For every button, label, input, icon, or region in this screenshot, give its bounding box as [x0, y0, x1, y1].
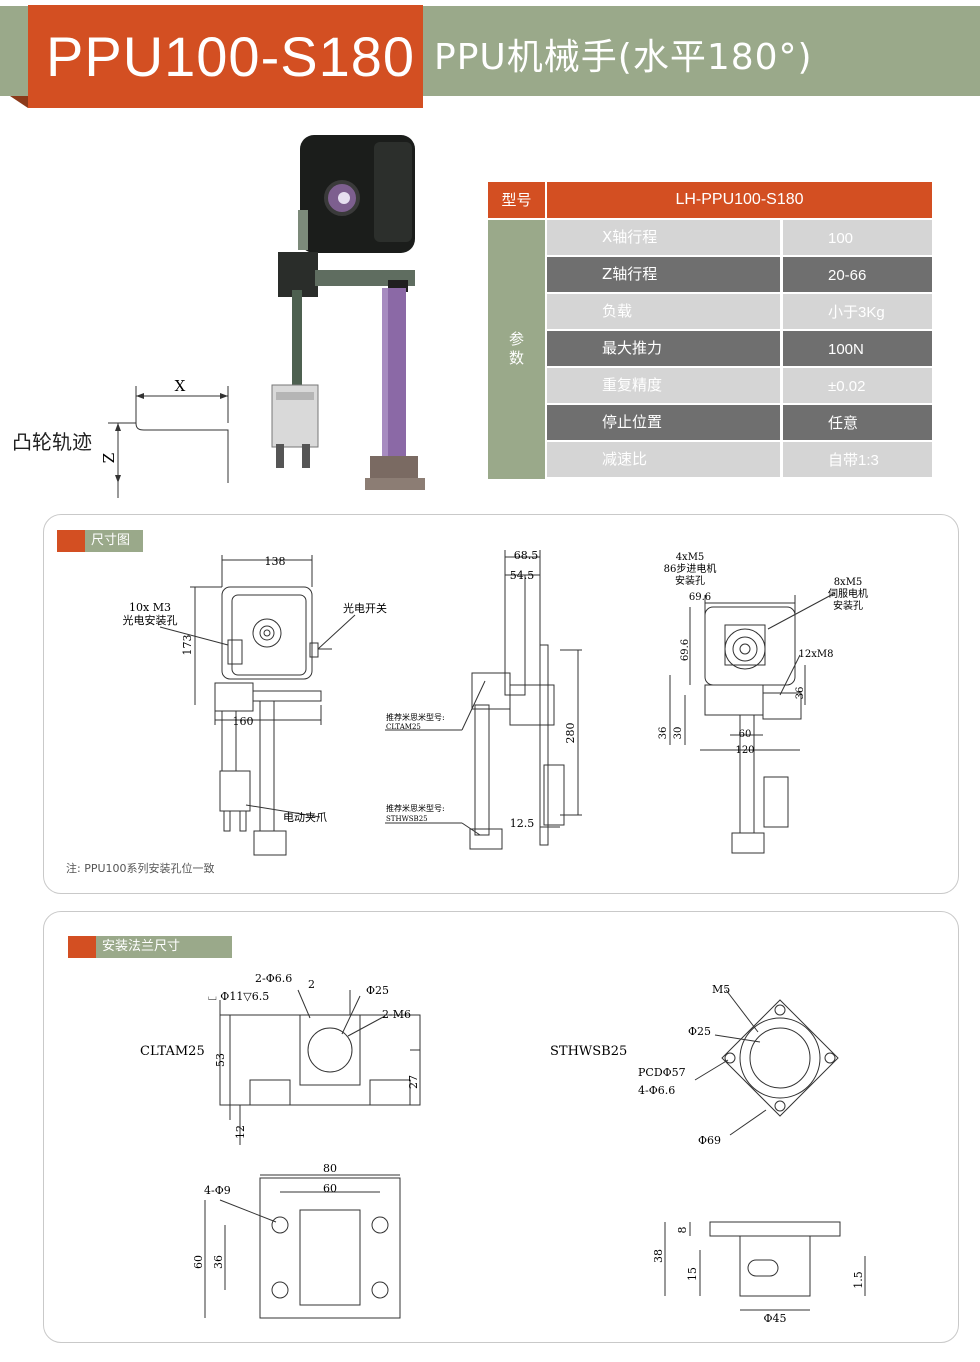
spec-key: X轴行程 — [547, 220, 780, 255]
dimension-note: 注: PPU100系列安装孔位一致 — [66, 862, 215, 875]
dim-back-36: 36 — [795, 687, 806, 700]
model-title: PPU100-S180 — [28, 5, 423, 108]
cltam-h36: 36 — [212, 1255, 225, 1269]
cltam-27: 27 — [407, 1075, 420, 1089]
dim-front-173: 173 — [181, 635, 194, 656]
sthw-name: STHWSB25 — [550, 1044, 627, 1059]
dim-side-545: 54.5 — [510, 569, 535, 582]
dim-front-138: 138 — [265, 555, 286, 568]
spec-header-label: 型号 — [488, 182, 545, 218]
dim-back-8m5: 8xM5 — [834, 577, 863, 588]
cltam-m6: 2-M6 — [382, 1008, 411, 1021]
cltam-h60: 60 — [192, 1255, 205, 1269]
cltam-80: 80 — [323, 1162, 337, 1175]
cltam-60: 60 — [323, 1182, 337, 1195]
spec-row: X轴行程 100 — [547, 220, 932, 255]
spec-side-label: 参数 — [488, 220, 545, 479]
dim-back-696v: 69.6 — [680, 639, 691, 661]
sthw-d45: Φ45 — [763, 1312, 786, 1325]
dim-back-36b: 36 — [658, 727, 669, 740]
cltam-hole2: ⌴ Φ11▽6.5 — [208, 990, 269, 1003]
cltam-12: 12 — [234, 1125, 247, 1139]
spec-row: 停止位置 任意 — [547, 405, 932, 440]
cam-track-diagram: X Z — [100, 378, 229, 498]
spec-header-value: LH-PPU100-S180 — [547, 182, 932, 218]
arm-block — [278, 252, 318, 297]
spec-value: ±0.02 — [783, 368, 932, 403]
sthw-d69: Φ69 — [698, 1134, 721, 1147]
spec-table: 型号 LH-PPU100-S180 参数 X轴行程 100 Z轴行程 20-66… — [488, 182, 932, 479]
product-photo — [271, 135, 425, 490]
dim-front-160: 160 — [233, 715, 254, 728]
dim-side-rec2a: 推荐米思米型号: — [386, 803, 445, 813]
spec-value: 100 — [783, 220, 932, 255]
dimension-tag-label: 尺寸图 — [91, 533, 131, 548]
cam-track-label: 凸轮轨迹 — [12, 430, 92, 454]
dim-side-280: 280 — [564, 723, 577, 744]
dim-back-m5-desc: 86步进电机 — [664, 562, 717, 575]
spec-row: Z轴行程 20-66 — [547, 257, 932, 292]
dimension-panel — [43, 514, 959, 894]
spec-value: 自带1:3 — [783, 442, 932, 477]
cltam-hole1: 2-Φ6.6 — [255, 972, 292, 985]
sthw-15b: 1.5 — [852, 1271, 865, 1289]
spec-key: 重复精度 — [547, 368, 780, 403]
spec-row: 重复精度 ±0.02 — [547, 368, 932, 403]
spec-value: 任意 — [783, 405, 932, 440]
dim-back-servo: 伺服电机 — [828, 587, 868, 600]
spec-key: Z轴行程 — [547, 257, 780, 292]
dim-side-rec2b: STHWSB25 — [386, 815, 428, 823]
sthw-15: 15 — [686, 1267, 699, 1281]
cltam-49: 4-Φ9 — [204, 1184, 231, 1197]
header-fold — [10, 96, 28, 108]
sthw-pcd: PCDΦ57 — [638, 1066, 686, 1079]
dim-front-holes: 10x M3 — [129, 601, 171, 614]
spec-value: 小于3Kg — [783, 294, 932, 329]
spec-key: 负载 — [547, 294, 780, 329]
dim-back-60: 60 — [739, 729, 752, 740]
sthw-d25: Φ25 — [688, 1025, 711, 1038]
dim-side-rec1a: 推荐米思米型号: — [386, 712, 445, 722]
dimension-tag: 尺寸图 — [57, 530, 143, 552]
dim-side-125: 12.5 — [510, 817, 535, 830]
sthw-8: 8 — [676, 1227, 689, 1234]
cam-x-label: X — [175, 378, 186, 395]
spec-row: 负载 小于3Kg — [547, 294, 932, 329]
spec-key: 最大推力 — [547, 331, 780, 366]
dim-back-m8: 12xM8 — [799, 649, 834, 660]
dim-back-120: 120 — [735, 745, 754, 756]
dimension-drawings: 138 173 160 10x M3 光电安装孔 光电开关 电动夹爪 68.5 … — [123, 549, 868, 856]
dim-side-685: 68.5 — [514, 549, 539, 562]
flange-tag-label: 安装法兰尺寸 — [102, 939, 181, 954]
spec-row: 最大推力 100N — [547, 331, 932, 366]
spec-value: 100N — [783, 331, 932, 366]
dim-back-696: 69.6 — [689, 592, 711, 603]
dim-side-rec1b: CLTAM25 — [386, 723, 421, 731]
sthw-holes: 4-Φ6.6 — [638, 1084, 675, 1097]
cltam-name: CLTAM25 — [140, 1044, 205, 1059]
spec-key: 减速比 — [547, 442, 780, 477]
flange-panel — [43, 911, 959, 1343]
sthw-m5: M5 — [712, 983, 730, 996]
dim-back-servo-hole: 安装孔 — [833, 599, 863, 612]
cam-z-label: Z — [100, 453, 118, 463]
dim-back-30: 30 — [673, 727, 684, 740]
spec-row: 减速比 自带1:3 — [547, 442, 932, 479]
sthw-38: 38 — [652, 1249, 665, 1263]
dim-back-m5-hole: 安装孔 — [675, 574, 705, 587]
base — [370, 456, 418, 480]
flange-tag: 安装法兰尺寸 — [68, 936, 232, 958]
flange-drawings: CLTAM25 2-Φ6.6 ⌴ Φ11▽6.5 2 Φ25 2-M6 53 2… — [140, 972, 866, 1325]
spec-key: 停止位置 — [547, 405, 780, 440]
dim-front-sensor: 光电开关 — [343, 601, 387, 615]
dim-front-holes-desc: 光电安装孔 — [123, 613, 178, 627]
cltam-53: 53 — [214, 1053, 227, 1067]
dim-front-gripper: 电动夹爪 — [283, 811, 327, 824]
cltam-d25: Φ25 — [366, 984, 389, 997]
cltam-2: 2 — [308, 978, 315, 991]
product-title: PPU机械手(水平180°) — [434, 37, 813, 78]
dim-back-m5: 4xM5 — [676, 552, 705, 563]
spec-value: 20-66 — [783, 257, 932, 292]
